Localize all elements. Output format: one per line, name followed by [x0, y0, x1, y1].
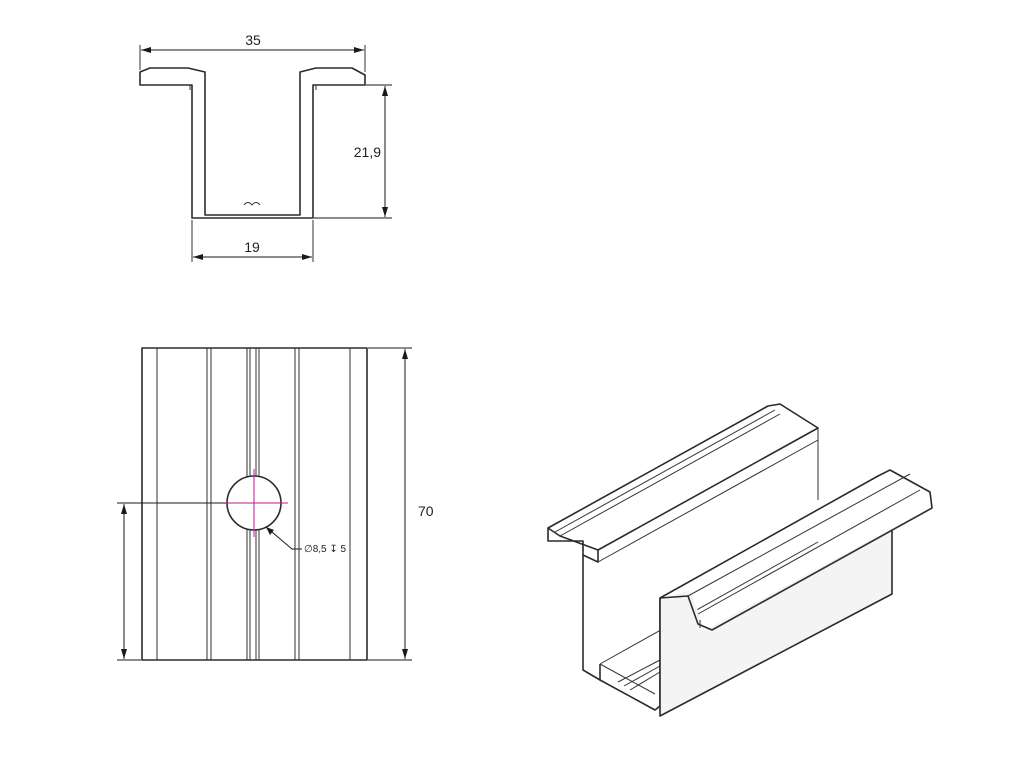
arrow-height-top [382, 86, 388, 96]
arrow-height-bottom [382, 207, 388, 217]
iso-left-flange-edge-2 [554, 409, 776, 533]
dim-channel-label: 19 [244, 239, 260, 255]
iso-right-flange-lip [711, 507, 933, 631]
iso-right-flange-edge [687, 473, 911, 597]
hole-label: ∅8,5 ↧ 5 [304, 544, 347, 555]
dim-height-label: 21,9 [354, 144, 381, 160]
iso-left-wall-base [599, 541, 819, 665]
iso-right-face-shade [660, 528, 892, 716]
plan-view: ∅8,5 ↧ 5 70 [117, 347, 434, 661]
iso-left-wall [582, 555, 601, 681]
profile-inner-line [189, 85, 317, 215]
arrow-channel-left [193, 254, 203, 260]
arrow-width-left [141, 47, 151, 53]
iso-left-flange-bottom-edge [597, 439, 819, 563]
arrow-hole-pos-bottom [121, 649, 127, 659]
arrow-length-top [402, 349, 408, 359]
profile-center-notch [243, 202, 261, 206]
dim-width-label: 35 [245, 32, 261, 48]
iso-left-flange-front [547, 528, 599, 563]
hole-leader-line [265, 526, 302, 550]
arrow-width-right [354, 47, 364, 53]
cross-section-view: 35 21,9 19 [139, 32, 392, 262]
iso-channel-floor-edge [599, 663, 656, 695]
arrow-hole-pos-top [121, 504, 127, 514]
iso-left-flange-edge [559, 413, 781, 537]
arrow-length-bottom [402, 649, 408, 659]
arrow-channel-right [302, 254, 312, 260]
plan-outline [141, 347, 368, 661]
iso-left-flange-top [547, 403, 819, 551]
iso-channel-bottom [599, 598, 661, 711]
iso-right-flange-edge-2 [697, 489, 921, 615]
iso-right-wall [659, 530, 893, 717]
iso-channel-groove-2 [623, 665, 661, 687]
profile-outline [139, 67, 366, 219]
iso-channel-groove-1 [617, 659, 661, 683]
hole-leader-arrow [266, 527, 274, 535]
iso-channel-groove-3 [629, 671, 661, 691]
dim-length-label: 70 [418, 503, 434, 519]
isometric-view [547, 403, 933, 717]
